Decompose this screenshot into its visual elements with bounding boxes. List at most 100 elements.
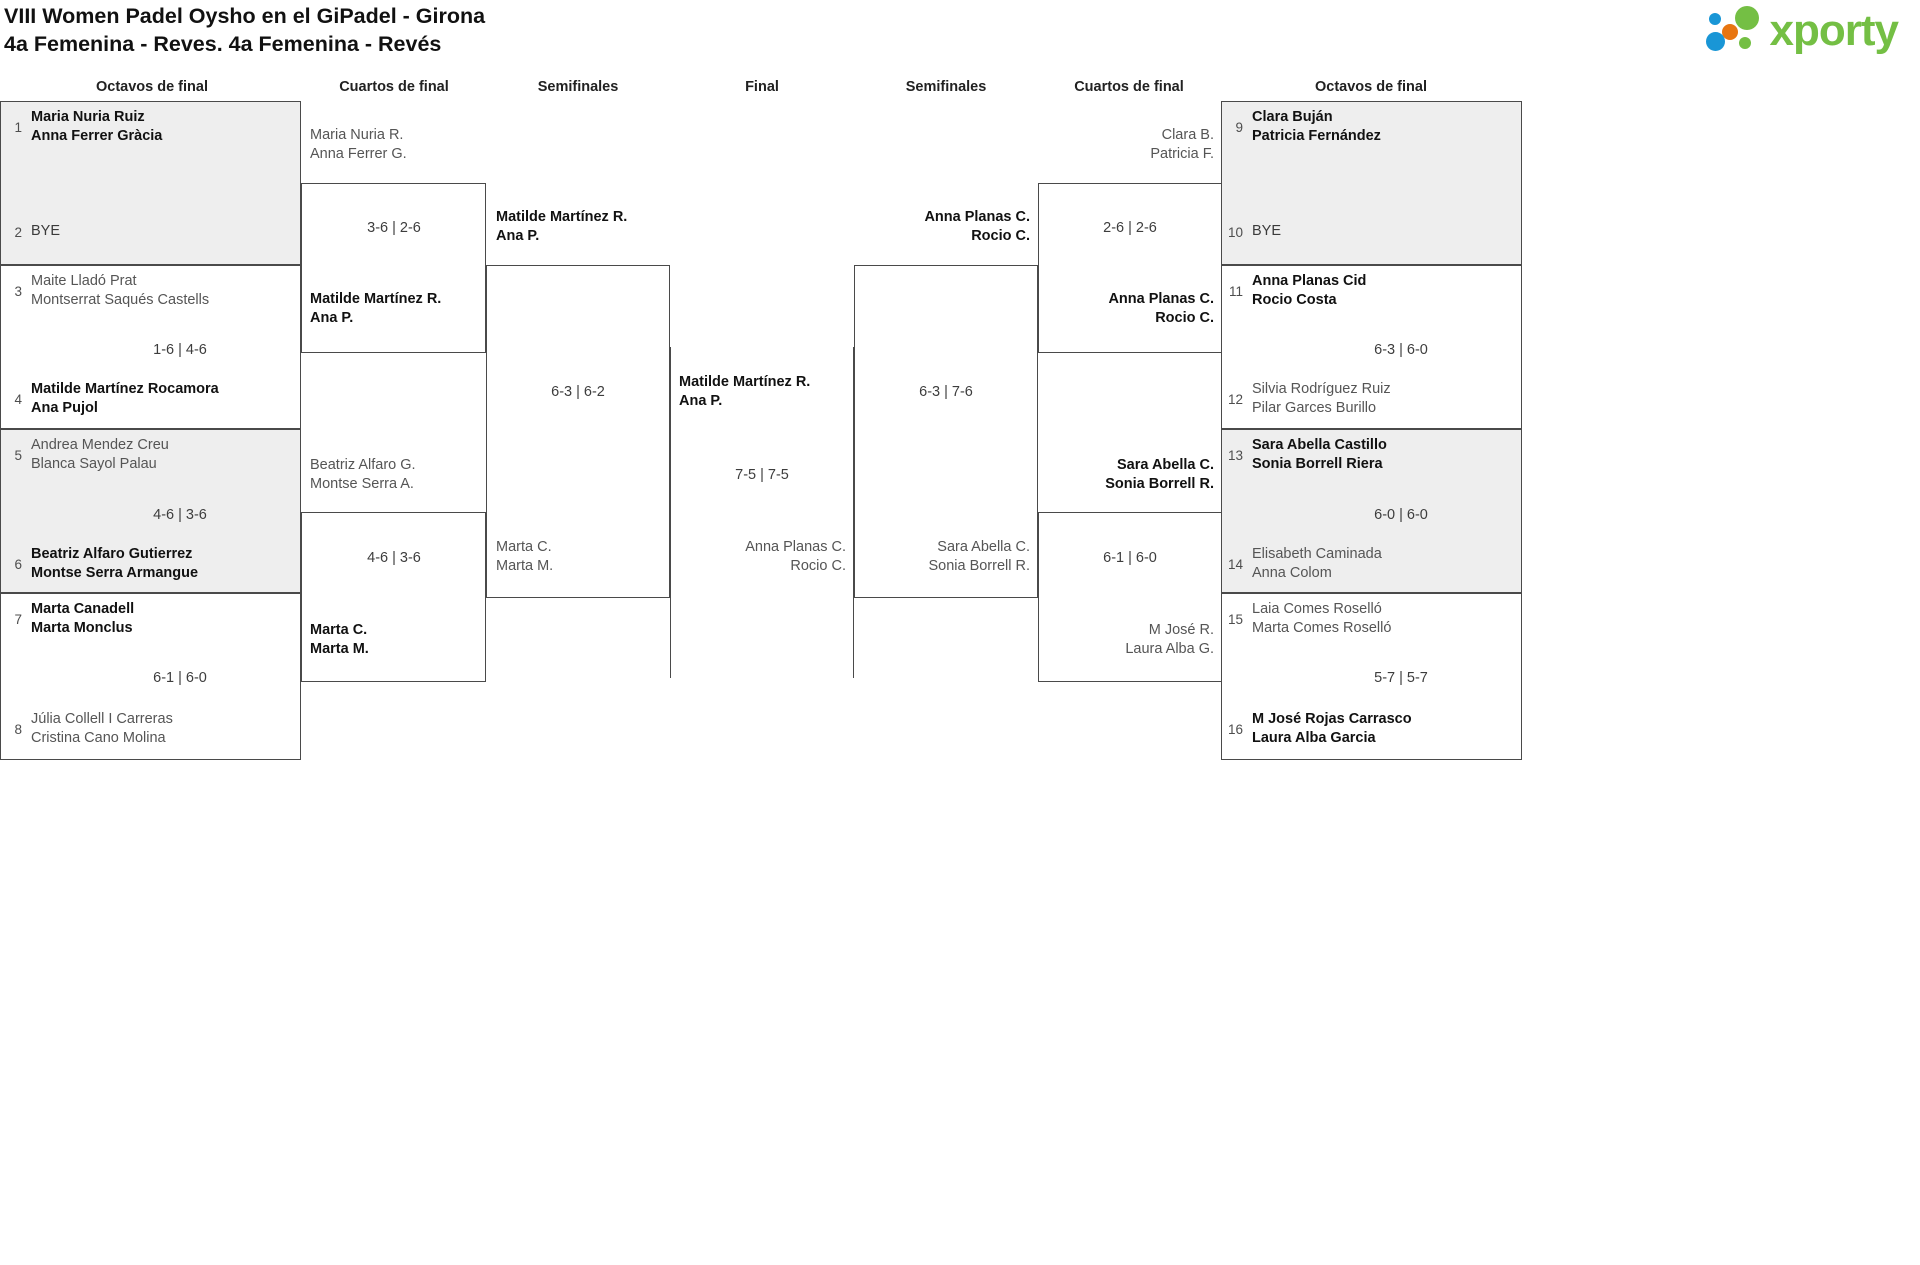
qf-right-seat-1[interactable]: Clara B.Patricia F. bbox=[1150, 127, 1214, 162]
final-match-box[interactable] bbox=[670, 347, 854, 678]
team-name: BYE bbox=[31, 223, 61, 239]
qf-match-left-2[interactable] bbox=[301, 512, 486, 682]
qf-left-seat-1[interactable]: Maria Nuria R.Anna Ferrer G. bbox=[310, 127, 407, 162]
qf-left-score-2: 4-6 | 3-6 bbox=[367, 550, 421, 566]
seed-number: 2 bbox=[14, 225, 22, 240]
r16-match-left-1[interactable] bbox=[0, 101, 301, 265]
seed-number: 8 bbox=[14, 722, 22, 737]
r16-match-right-4[interactable] bbox=[1221, 593, 1522, 760]
qf-match-left-1[interactable] bbox=[301, 183, 486, 353]
qf-left-score-1: 3-6 | 2-6 bbox=[367, 220, 421, 236]
round-header-qf-right: Cuartos de final bbox=[1074, 79, 1184, 95]
seed-number: 11 bbox=[1228, 284, 1243, 299]
sf-right-seat-1[interactable]: Anna Planas C.Rocio C. bbox=[924, 209, 1030, 244]
seed-number: 13 bbox=[1227, 448, 1243, 463]
r16-left-score-2: 1-6 | 4-6 bbox=[153, 342, 207, 358]
sf-left-seat-2[interactable]: Marta C.Marta M. bbox=[496, 539, 554, 574]
final-left-entrant[interactable]: Matilde Martínez R.Ana P. bbox=[679, 374, 811, 409]
logo-dot-blue-small bbox=[1708, 13, 1721, 25]
r16-right-seat-10[interactable]: 10 BYE bbox=[1225, 222, 1521, 242]
seed-number: 10 bbox=[1227, 225, 1243, 240]
sf-right-seat-2[interactable]: Sara Abella C.Sonia Borrell R. bbox=[928, 539, 1030, 574]
sf-match-right-1[interactable] bbox=[854, 265, 1038, 598]
r16-match-left-2[interactable] bbox=[0, 265, 301, 429]
round-header-qf-left: Cuartos de final bbox=[339, 79, 449, 95]
qf-left-seat-3[interactable]: Beatriz Alfaro G.Montse Serra A. bbox=[310, 457, 416, 492]
r16-right-score-2: 6-3 | 6-0 bbox=[1374, 342, 1428, 358]
seed-number: 4 bbox=[14, 392, 22, 407]
round-header-sf-right: Semifinales bbox=[905, 79, 987, 95]
r16-match-right-1[interactable] bbox=[1221, 101, 1522, 265]
final-right-entrant[interactable]: Anna Planas C.Rocio C. bbox=[745, 539, 846, 574]
r16-left-score-3: 4-6 | 3-6 bbox=[153, 507, 207, 523]
seed-number: 6 bbox=[14, 557, 22, 572]
sf-match-left-1[interactable] bbox=[486, 265, 670, 598]
logo-dot-green-small bbox=[1738, 37, 1751, 49]
qf-left-seat-2[interactable]: Matilde Martínez R.Ana P. bbox=[310, 291, 442, 326]
qf-match-right-2[interactable] bbox=[1038, 512, 1223, 682]
qf-left-seat-4[interactable]: Marta C.Marta M. bbox=[310, 622, 369, 657]
seed-number: 1 bbox=[14, 120, 22, 135]
qf-match-right-1[interactable] bbox=[1038, 183, 1223, 353]
qf-right-score-2: 6-1 | 6-0 bbox=[1103, 550, 1157, 566]
seed-number: 9 bbox=[1235, 120, 1243, 135]
logo-dot-blue-large bbox=[1705, 32, 1725, 51]
logo-wordmark: xporty bbox=[1769, 6, 1899, 55]
seed-number: 7 bbox=[14, 612, 22, 627]
logo-dots-icon bbox=[1705, 6, 1764, 56]
seed-number: 15 bbox=[1227, 612, 1243, 627]
round-header-r16-left: Octavos de final bbox=[95, 79, 208, 95]
r16-left-seat-2[interactable]: 2 BYE bbox=[4, 222, 300, 242]
tournament-title-line-1: VIII Women Padel Oysho en el GiPadel - G… bbox=[4, 4, 486, 28]
logo-dot-green-large bbox=[1734, 6, 1759, 30]
r16-right-score-3: 6-0 | 6-0 bbox=[1374, 507, 1428, 523]
r16-left-score-4: 6-1 | 6-0 bbox=[153, 670, 207, 686]
r16-match-right-2[interactable] bbox=[1221, 265, 1522, 429]
round-header-r16-right: Octavos de final bbox=[1314, 79, 1427, 95]
seed-number: 3 bbox=[14, 284, 22, 299]
round-header-sf-left: Semifinales bbox=[537, 79, 619, 95]
xporty-logo[interactable]: xporty bbox=[1705, 6, 1899, 56]
sf-left-seat-1[interactable]: Matilde Martínez R.Ana P. bbox=[496, 209, 628, 244]
qf-right-seat-2[interactable]: Anna Planas C.Rocio C. bbox=[1108, 291, 1214, 326]
page-title: VIII Women Padel Oysho en el GiPadel - G… bbox=[4, 2, 485, 58]
seed-number: 12 bbox=[1227, 392, 1243, 407]
final-score: 7-5 | 7-5 bbox=[735, 467, 789, 483]
r16-match-right-3[interactable] bbox=[1221, 429, 1522, 593]
r16-match-left-3[interactable] bbox=[0, 429, 301, 593]
tournament-title-line-2: 4a Femenina - Reves. 4a Femenina - Revés bbox=[4, 32, 442, 56]
r16-match-left-4[interactable] bbox=[0, 593, 301, 760]
qf-right-seat-3[interactable]: Sara Abella C.Sonia Borrell R. bbox=[1105, 457, 1214, 492]
r16-right-score-4: 5-7 | 5-7 bbox=[1374, 670, 1428, 686]
sf-right-score-1: 6-3 | 7-6 bbox=[919, 384, 973, 400]
qf-right-score-1: 2-6 | 2-6 bbox=[1103, 220, 1157, 236]
qf-right-seat-4[interactable]: M José R.Laura Alba G. bbox=[1125, 622, 1214, 657]
